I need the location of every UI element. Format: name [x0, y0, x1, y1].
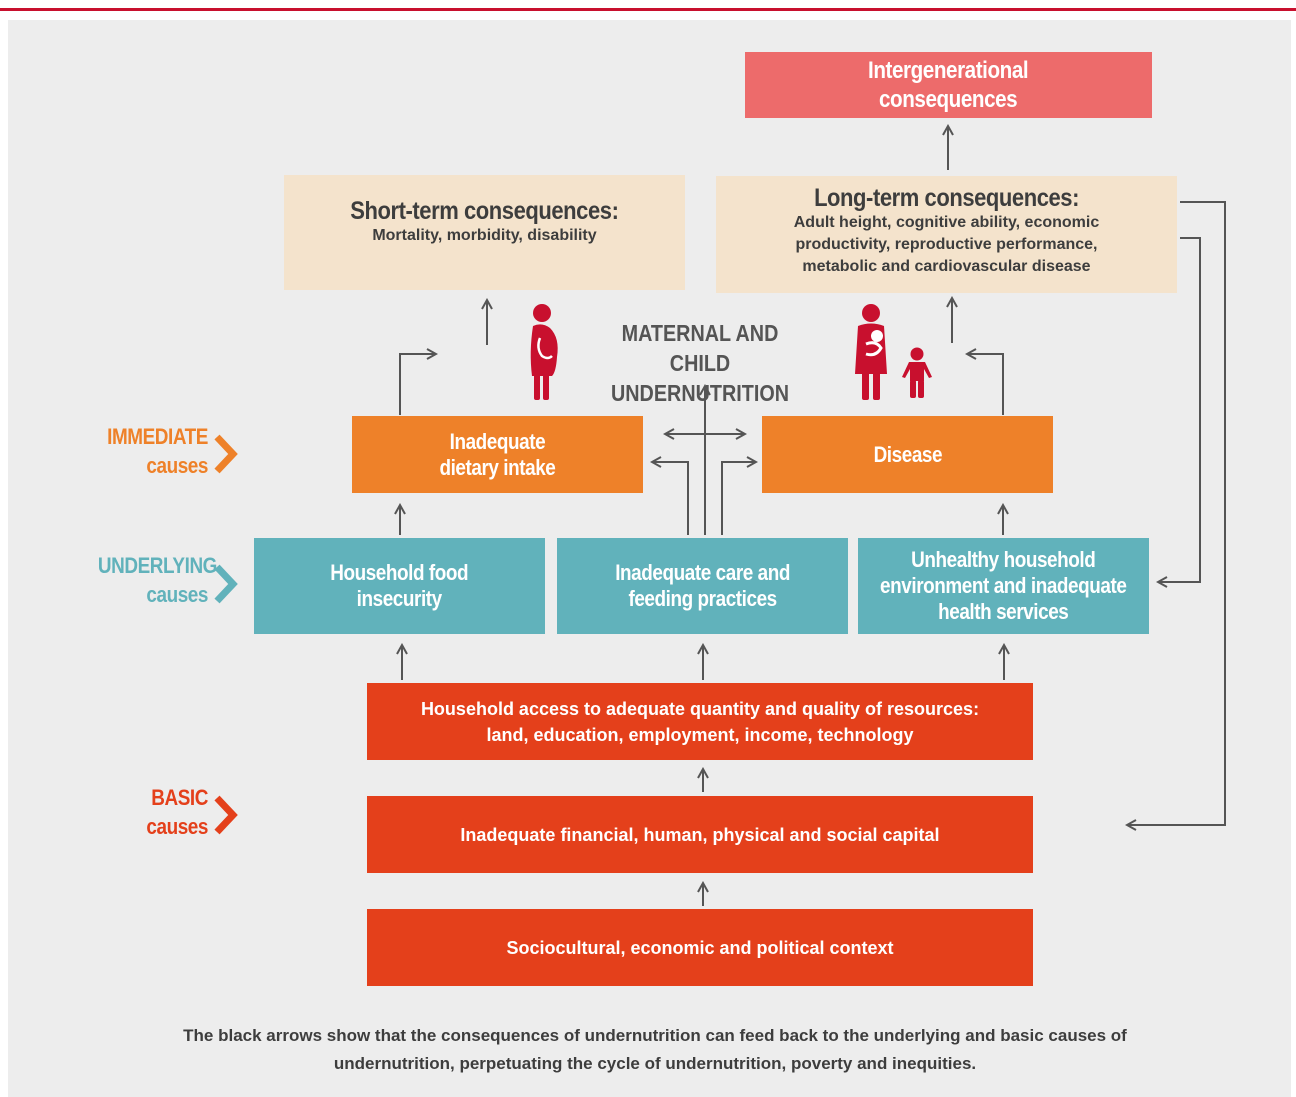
care-line-2: feeding practices — [628, 586, 777, 611]
basic-causes-label: BASIC causes — [98, 783, 208, 841]
intergenerational-consequences-box: Intergenerational consequences — [745, 52, 1152, 118]
care-feeding-box: Inadequate care and feeding practices — [557, 538, 848, 634]
environment-line-2: environment and inadequate — [880, 573, 1127, 598]
center-label-line-1: MATERNAL AND CHILD — [621, 320, 779, 376]
arrow-disease-to-long-term — [967, 354, 1004, 415]
access-line-2: land, education, employment, income, tec… — [486, 724, 914, 745]
capital-box: Inadequate financial, human, physical an… — [367, 796, 1033, 873]
short-term-desc: Mortality, morbidity, disability — [372, 227, 597, 244]
arrow-care-to-dietary — [652, 462, 689, 535]
long-term-desc-line-2: productivity, reproductive performance, — [795, 236, 1098, 253]
care-line-1: Inadequate care and — [615, 560, 790, 585]
long-term-desc-line-1: Adult height, cognitive ability, economi… — [793, 214, 1100, 231]
feedback-arrow-to-environment — [1158, 237, 1201, 582]
food-insecurity-box: Household food insecurity — [254, 538, 545, 634]
immediate-word: IMMEDIATE — [107, 424, 208, 449]
intergenerational-line-1: Intergenerational — [868, 57, 1029, 84]
access-line-1: Household access to adequate quantity an… — [420, 698, 980, 719]
underlying-word: UNDERLYING — [97, 553, 217, 578]
center-label-line-2: UNDERNUTRITION — [610, 380, 790, 406]
header-rule — [0, 8, 1296, 11]
context-label: Sociocultural, economic and political co… — [506, 937, 894, 958]
disease-label: Disease — [873, 441, 942, 467]
long-term-title: Long-term consequences: — [814, 184, 1079, 212]
pregnant-woman-icon — [530, 304, 558, 400]
food-line-1: Household food — [330, 560, 469, 585]
basic-chevron-icon — [214, 795, 238, 835]
underlying-chevron-icon — [214, 564, 238, 604]
long-term-desc-line-3: metabolic and cardiovascular disease — [802, 258, 1091, 275]
dietary-intake-box: Inadequate dietary intake — [352, 416, 643, 493]
immediate-causes-label: IMMEDIATE causes — [98, 422, 208, 480]
intergenerational-line-2: consequences — [879, 86, 1018, 113]
child-icon — [902, 347, 932, 398]
environment-line-1: Unhealthy household — [911, 547, 1096, 572]
feedback-arrow-to-basic — [1127, 201, 1226, 825]
short-term-title: Short-term consequences: — [350, 197, 619, 225]
household-environment-box: Unhealthy household environment and inad… — [858, 538, 1149, 634]
dietary-line-1: Inadequate — [449, 428, 546, 454]
arrow-dietary-to-short-term — [399, 354, 436, 415]
caption-line-1: The black arrows show that the consequen… — [183, 1026, 1127, 1045]
capital-label: Inadequate financial, human, physical an… — [460, 824, 940, 845]
resource-access-box: Household access to adequate quantity an… — [367, 683, 1033, 760]
caption-line-2: undernutrition, perpetuating the cycle o… — [333, 1054, 977, 1073]
basic-word: BASIC — [151, 785, 208, 810]
context-box: Sociocultural, economic and political co… — [367, 909, 1033, 986]
long-term-consequences-box: Long-term consequences: Adult height, co… — [716, 176, 1177, 293]
mother-with-baby-icon — [855, 304, 887, 400]
underlying-causes-word: causes — [146, 582, 208, 607]
environment-line-3: health services — [938, 599, 1069, 624]
caption: The black arrows show that the consequen… — [70, 1022, 1240, 1078]
immediate-chevron-icon — [214, 434, 238, 474]
immediate-causes-word: causes — [146, 453, 208, 478]
short-term-consequences-box: Short-term consequences: Mortality, morb… — [284, 175, 685, 290]
arrow-care-to-disease — [721, 462, 756, 535]
center-label: MATERNAL AND CHILD UNDERNUTRITION — [605, 318, 794, 408]
basic-causes-word: causes — [146, 814, 208, 839]
disease-box: Disease — [762, 416, 1053, 493]
underlying-causes-label: UNDERLYING causes — [97, 551, 217, 609]
dietary-line-2: dietary intake — [439, 454, 556, 480]
food-line-2: insecurity — [356, 586, 443, 611]
